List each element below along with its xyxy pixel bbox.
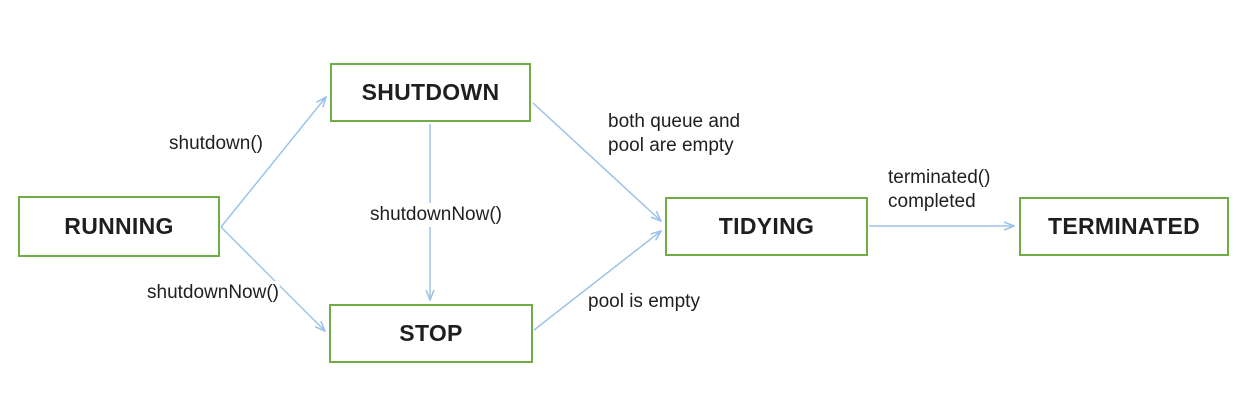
state-label-terminated: TERMINATED [1047,213,1201,239]
edge-label-shutdown-stop: shutdownNow() [369,203,503,228]
edge-arrow-running-to-shutdown [220,97,326,228]
edge-label-tidying-terminated: terminated() completed [887,166,992,215]
state-node-stop: STOP [329,304,533,363]
state-node-shutdown: SHUTDOWN [330,63,531,122]
edge-label-running-shutdown: shutdown() [168,132,264,157]
state-node-tidying: TIDYING [665,197,868,256]
edge-label-running-stop: shutdownNow() [146,281,280,306]
state-label-running: RUNNING [64,213,174,239]
state-node-running: RUNNING [18,196,220,257]
state-label-stop: STOP [399,320,463,346]
state-node-terminated: TERMINATED [1019,197,1229,256]
edge-arrow-stop-to-tidying [533,231,661,331]
edge-arrow-running-to-stop [220,226,325,331]
edge-label-shutdown-tidying: both queue and pool are empty [607,110,742,159]
state-label-shutdown: SHUTDOWN [361,79,500,105]
state-label-tidying: TIDYING [718,213,815,239]
edge-label-stop-tidying: pool is empty [587,290,701,315]
